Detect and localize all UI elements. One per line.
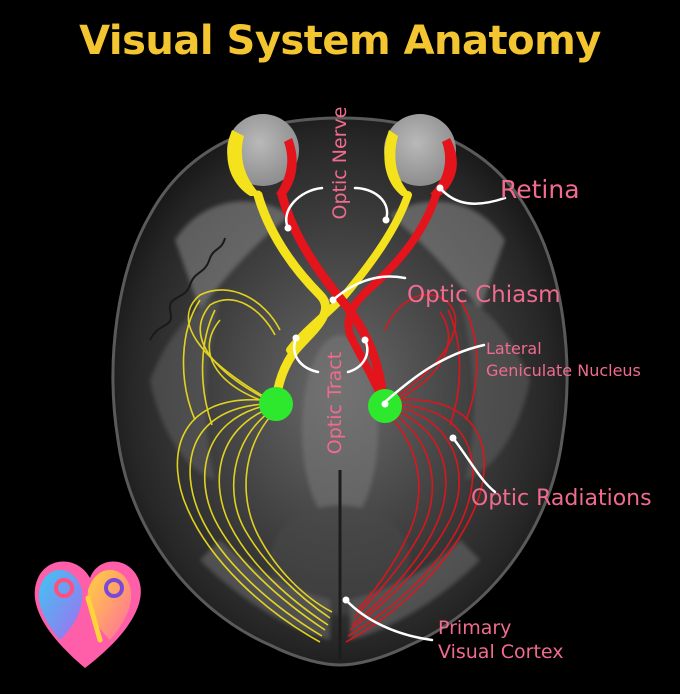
label-lateral-geniculate-nucleus: Lateral Geniculate Nucleus <box>486 338 641 382</box>
optic-radiations-yellow <box>176 289 333 643</box>
label-retina: Retina <box>500 175 580 204</box>
heart-logo-icon <box>34 561 141 668</box>
label-optic-tract: Optic Tract <box>324 351 346 455</box>
label-primary-visual-cortex: Primary Visual Cortex <box>438 616 564 664</box>
optic-radiations-red <box>345 294 486 643</box>
leader-dots <box>284 184 457 604</box>
label-optic-nerve: Optic Nerve <box>329 106 351 220</box>
optic-pathway-yellow <box>253 190 412 405</box>
right-eye <box>384 114 457 196</box>
artist-signature <box>149 237 226 341</box>
label-cortex-line1: Primary <box>438 617 512 639</box>
left-eye <box>227 114 299 196</box>
label-cortex-line2: Visual Cortex <box>438 641 564 663</box>
label-optic-radiations: Optic Radiations <box>471 486 652 511</box>
leader-lines <box>285 186 507 642</box>
label-lgn-line1: Lateral <box>486 339 542 358</box>
label-optic-chiasm: Optic Chiasm <box>407 282 561 308</box>
optic-pathway-red <box>277 190 440 410</box>
lgn-left <box>259 387 293 421</box>
label-lgn-line2: Geniculate Nucleus <box>486 361 641 380</box>
page-title: Visual System Anatomy <box>79 18 601 64</box>
